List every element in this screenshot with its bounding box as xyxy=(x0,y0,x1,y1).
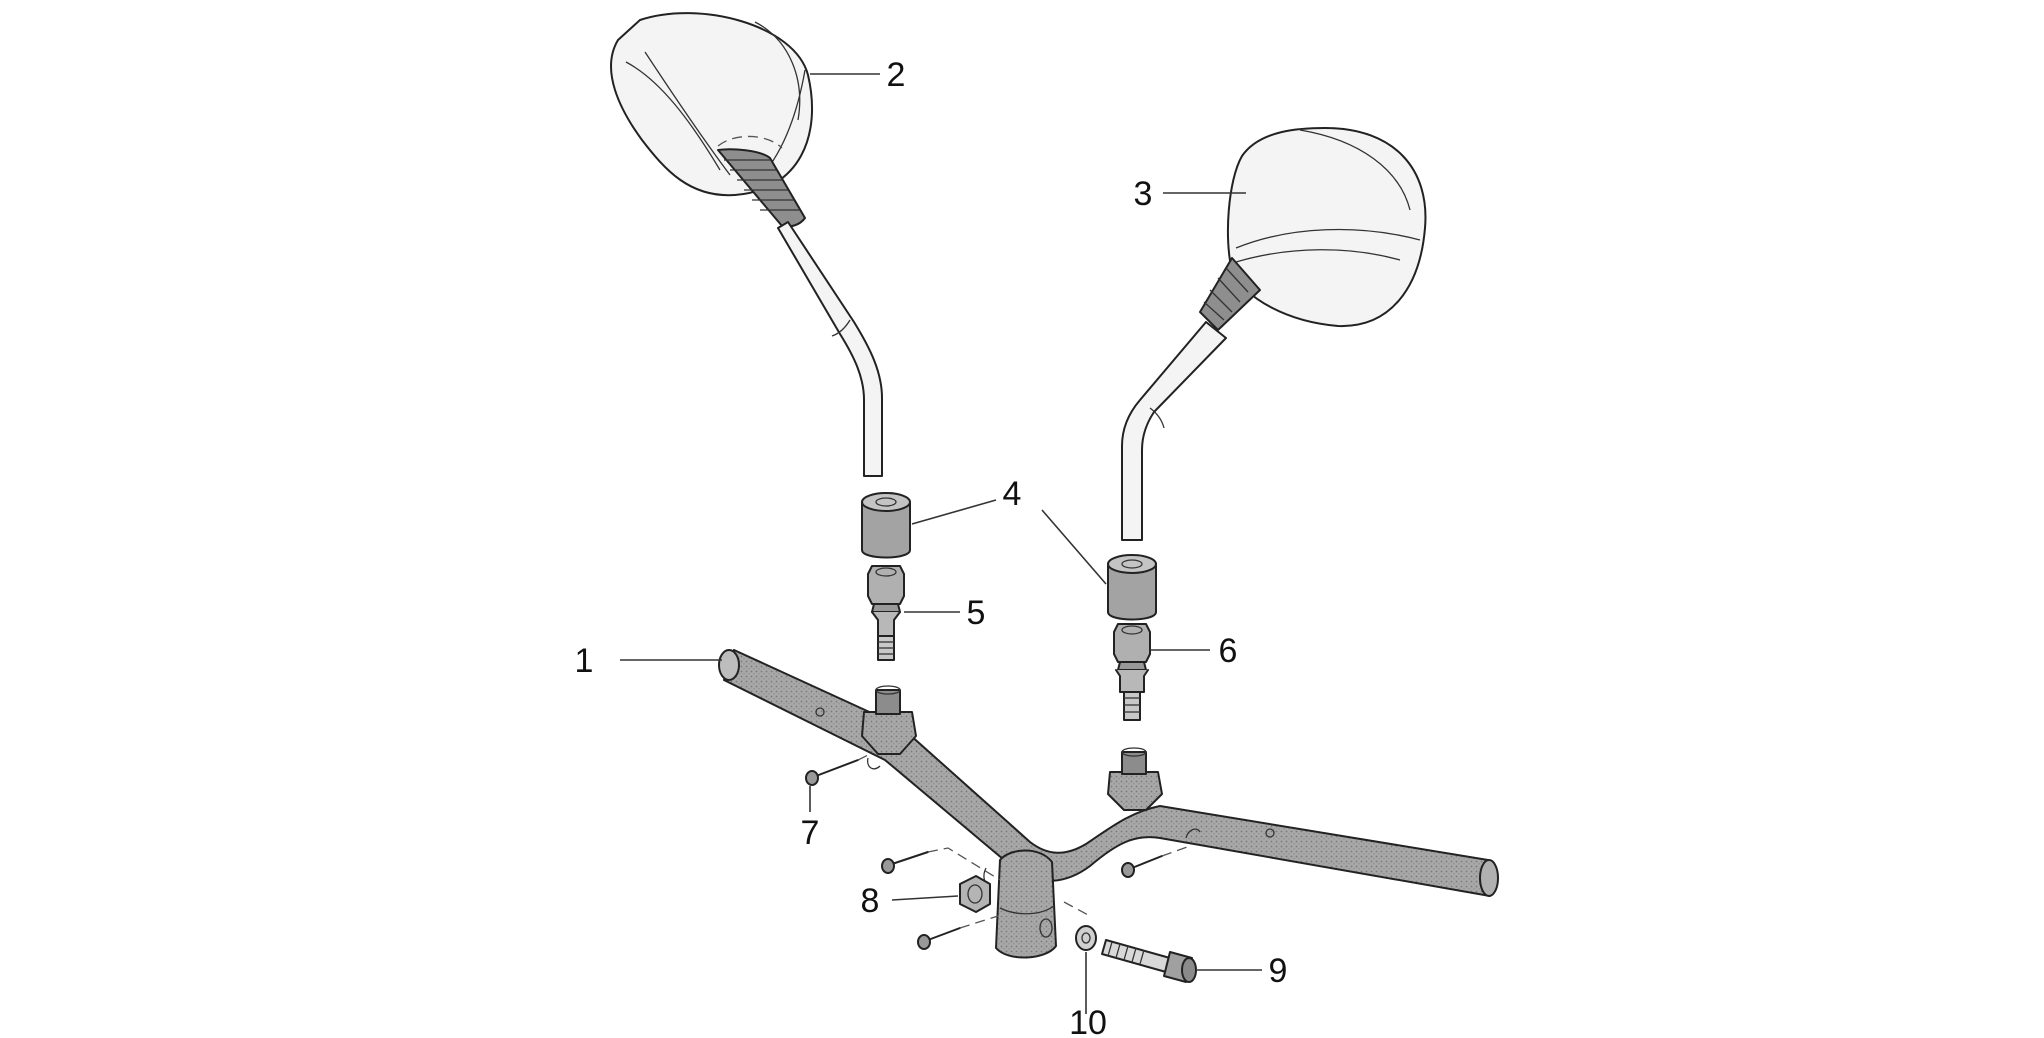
screws xyxy=(805,759,1163,950)
callouts: 1 2 3 4 5 6 7 8 9 10 xyxy=(575,56,1288,1038)
callout-9: 9 xyxy=(1269,952,1288,990)
washer xyxy=(1075,925,1097,951)
adapter-bolt-left xyxy=(867,565,905,661)
callout-1: 1 xyxy=(575,642,594,680)
callout-8: 8 xyxy=(861,882,880,920)
assembly-lines xyxy=(857,753,1191,929)
left-mirror xyxy=(610,12,883,477)
adapter-bolt-right xyxy=(1113,623,1151,721)
spacer-left xyxy=(861,492,911,559)
callout-7: 7 xyxy=(801,814,820,852)
nut xyxy=(959,875,991,913)
callout-4: 4 xyxy=(1003,475,1022,513)
callout-2: 2 xyxy=(887,56,906,94)
spacer-right xyxy=(1107,554,1157,621)
right-mirror xyxy=(1121,127,1427,541)
screw-upper-left xyxy=(805,759,859,786)
screw-lower-left xyxy=(917,927,961,950)
long-bolt xyxy=(1101,939,1197,983)
leader-lines xyxy=(620,73,1262,1014)
screw-right xyxy=(1121,855,1163,878)
screw-middle-left xyxy=(881,851,929,874)
callout-6: 6 xyxy=(1219,632,1238,670)
leader-4b xyxy=(1041,509,1107,585)
leader-8 xyxy=(891,895,959,901)
leader-4a xyxy=(911,499,997,525)
callout-3: 3 xyxy=(1134,175,1153,213)
callout-10: 10 xyxy=(1069,1004,1107,1038)
handlebar xyxy=(718,649,1499,959)
callout-5: 5 xyxy=(967,594,986,632)
